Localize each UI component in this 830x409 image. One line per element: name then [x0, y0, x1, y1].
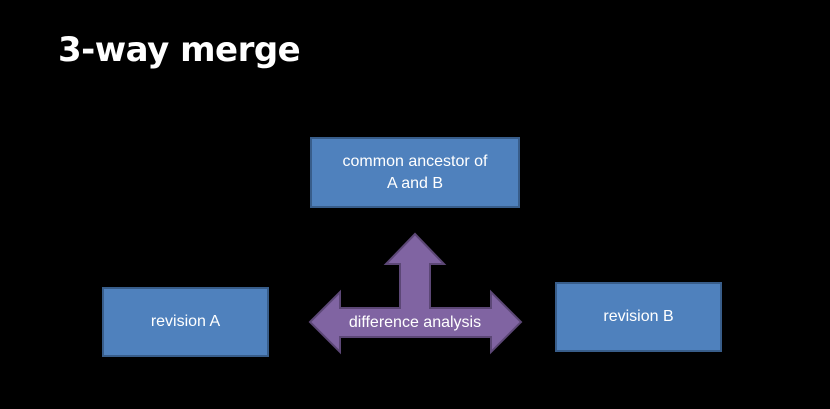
- three-way-arrow-shape: [308, 232, 523, 355]
- common-ancestor-box: common ancestor of A and B: [310, 137, 520, 208]
- common-ancestor-label-line1: common ancestor of: [342, 152, 488, 170]
- slide-title: 3-way merge: [58, 30, 301, 70]
- revision-b-label: revision B: [603, 308, 674, 325]
- revision-b-box: revision B: [555, 282, 722, 352]
- revision-a-label: revision A: [150, 313, 221, 330]
- difference-analysis-label: difference analysis: [348, 314, 482, 331]
- common-ancestor-label-line2: A and B: [386, 174, 444, 192]
- revision-a-box: revision A: [102, 287, 269, 357]
- common-ancestor-label: common ancestor of A and B: [343, 151, 488, 195]
